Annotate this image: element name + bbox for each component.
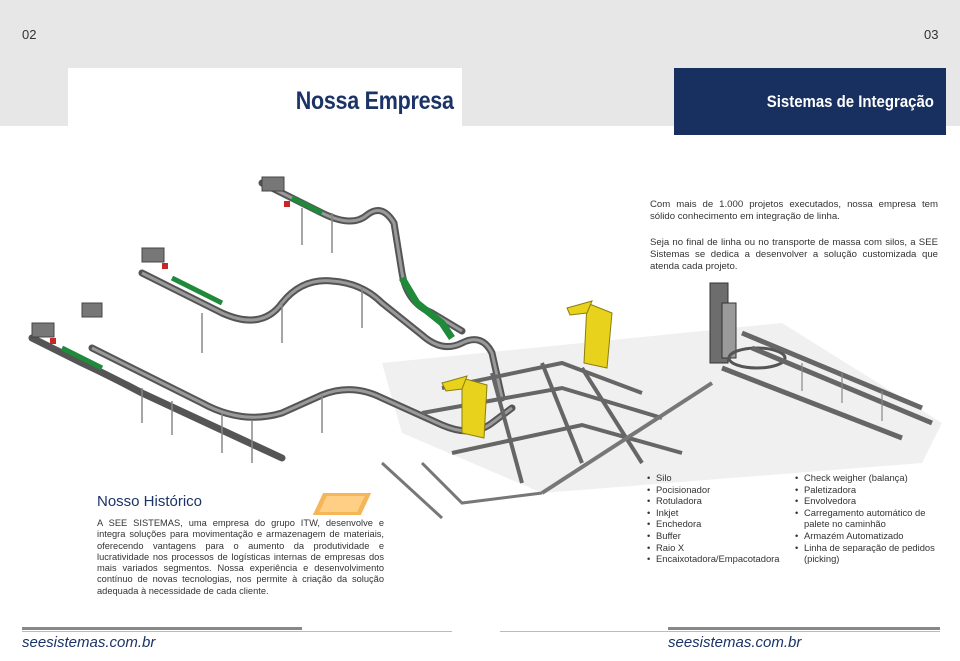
history-title: Nosso Histórico [97,493,203,510]
page-title-left: Nossa Empresa [296,87,454,115]
page-title-right: Sistemas de Integração [766,91,934,111]
intro-text: Com mais de 1.000 projetos executados, n… [650,199,938,287]
title-box-left: Nossa Empresa [68,68,462,135]
integration-list-b: Check weigher (balança) Paletizadora Env… [795,472,945,565]
list-item: Rotuladora [647,495,797,507]
intro-paragraph: Com mais de 1.000 projetos executados, n… [650,199,938,222]
conveyor-system-illustration [28,176,942,520]
footer-url-left[interactable]: seesistemas.com.br [22,634,156,651]
list-item: Pocisionador [647,484,797,496]
page-number-right: 03 [924,27,939,42]
page-number-left: 02 [22,27,37,42]
history-body: A SEE SISTEMAS, uma empresa do grupo ITW… [97,518,384,596]
list-item: Linha de separação de pedidos (picking) [795,542,945,565]
list-item: Enchedora [647,518,797,530]
integration-list-a: Silo Pocisionador Rotuladora Inkjet Ench… [647,472,797,565]
title-box-right: Sistemas de Integração [674,68,946,135]
intro-paragraph: Seja no final de linha ou no transporte … [650,237,938,272]
list-item: Encaixotadora/Empacotadora [647,553,797,565]
list-item: Envolvedora [795,495,945,507]
list-item: Raio X [647,542,797,554]
list-item: Paletizadora [795,484,945,496]
footer-rule-left-thin [22,631,452,632]
list-item: Inkjet [647,507,797,519]
list-item: Silo [647,472,797,484]
list-item: Armazém Automatizado [795,530,945,542]
footer-rule-right-thin [500,631,940,632]
list-item: Check weigher (balança) [795,472,945,484]
footer-url-right[interactable]: seesistemas.com.br [668,634,802,651]
footer-rule-left [22,627,302,630]
list-item: Buffer [647,530,797,542]
list-item: Carregamento automático de palete no cam… [795,507,945,530]
footer-rule-right [668,627,940,630]
